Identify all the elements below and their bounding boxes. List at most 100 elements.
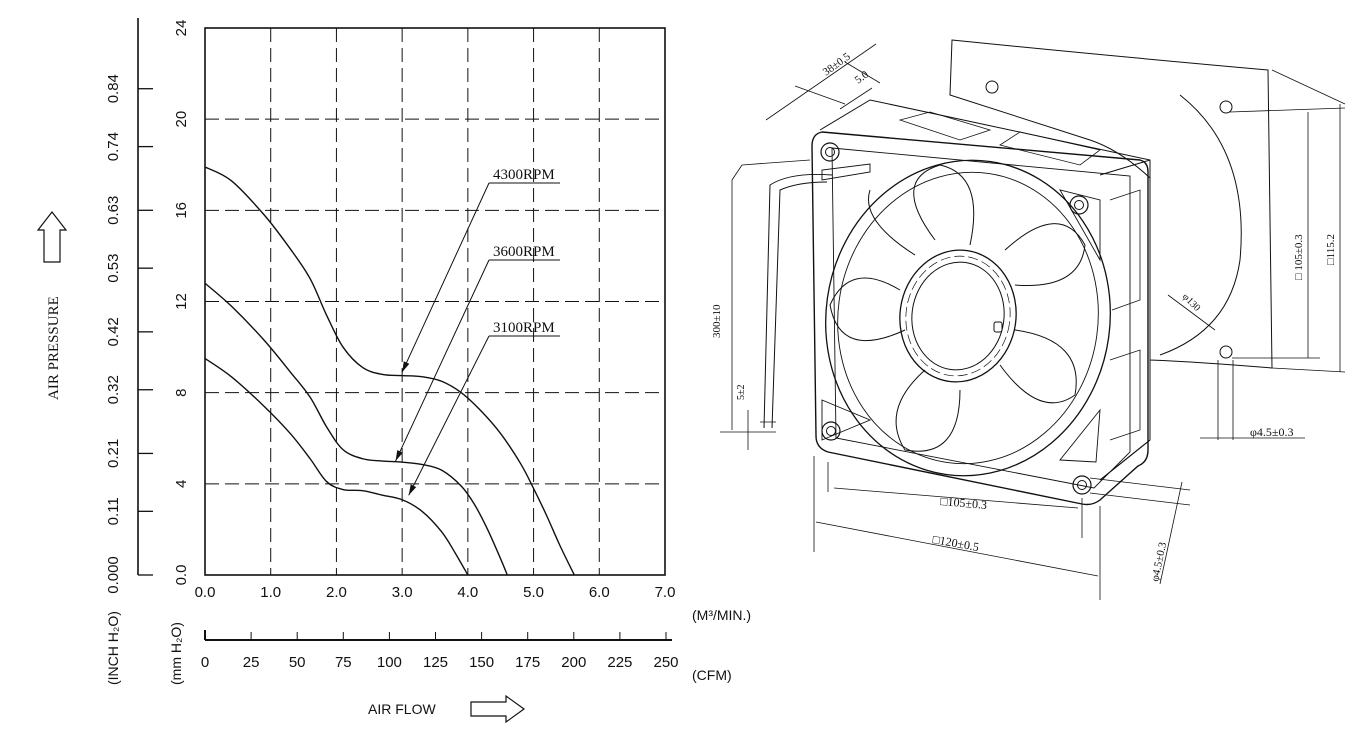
mm-tick-label: 12: [173, 293, 190, 310]
dim-hole-spacing-bottom: □105±0.3: [940, 494, 988, 512]
right-arrow-icon: [470, 694, 526, 724]
corner-hole-inner: [825, 147, 835, 157]
curve-3600rpm: [204, 282, 508, 576]
cfm-tick-label: 175: [515, 654, 540, 671]
x-tick-label: 2.0: [326, 584, 347, 601]
cfm-tick-label: 150: [469, 654, 494, 671]
venturi-outer: [825, 159, 1111, 477]
inch-tick-label: 0.84: [105, 74, 122, 103]
cfm-tick-label: 50: [289, 654, 306, 671]
leader-line: [395, 259, 490, 462]
x-tick-label: 6.0: [589, 584, 610, 601]
curve-4300rpm: [204, 166, 575, 576]
cfm-tick-label: 0: [201, 654, 209, 671]
dim-hole-spacing-side: □ 105±0.3: [1293, 234, 1305, 280]
leader-arrowhead: [402, 361, 410, 373]
x-tick-label: 0.0: [195, 584, 216, 601]
dim-outer-side: □115.2: [1325, 234, 1337, 265]
dimension-lines: [720, 43, 1346, 600]
dim-hole-side: φ4.5±0.3: [1250, 425, 1294, 439]
dim-diameter: φ130: [1180, 291, 1202, 313]
y-unit-right: (mm H₂O): [168, 622, 184, 685]
fan-drawing: 38±0.5 5.0 □ 105±0.3 □115.2 φ130 φ4.5±0.…: [711, 39, 1346, 600]
mm-tick-label: 0.0: [173, 565, 190, 586]
fan-blades: [829, 164, 1086, 452]
mm-axis: 0.0 4 8 12 16 20 24: [173, 20, 190, 586]
mm-tick-label: 16: [173, 202, 190, 219]
corner-hole-icon: [1072, 475, 1092, 495]
plate-hole-icon: [1219, 345, 1233, 359]
x-axis-title: AIR FLOW: [368, 701, 436, 717]
cfm-tick-label: 125: [423, 654, 448, 671]
y-axis-title: AIR PRESSURE: [46, 296, 62, 400]
cfm-tick-label: 100: [377, 654, 402, 671]
fan-frame-inner: [831, 147, 1131, 489]
mm-tick-label: 24: [173, 20, 190, 37]
curve-label-3600rpm: 3600RPM: [493, 244, 555, 260]
x-axis: 0.0 1.0 2.0 3.0 4.0 5.0 6.0 7.0: [195, 584, 676, 601]
fan-side-edges: [1099, 159, 1151, 481]
hub-slots: [905, 255, 1011, 377]
mm-tick-label: 4: [173, 480, 190, 488]
x-tick-label: 7.0: [655, 584, 676, 601]
mm-tick-label: 8: [173, 388, 190, 396]
curve-labels: 4300RPM 3600RPM 3100RPM: [395, 167, 560, 496]
x-unit-top: (M³/MIN.): [692, 607, 751, 623]
x-tick-label: 1.0: [260, 584, 281, 601]
cfm-tick-label: 225: [607, 654, 632, 671]
corner-hole-icon: [821, 421, 841, 441]
inch-tick-label: 0.42: [105, 317, 122, 346]
cfm-tick-label: 25: [243, 654, 260, 671]
curve-label-4300rpm: 4300RPM: [493, 167, 555, 183]
plot-frame: [204, 27, 666, 576]
x-tick-label: 4.0: [457, 584, 478, 601]
back-plate: [949, 39, 1273, 369]
fan-frame: [811, 131, 1149, 506]
curve-label-3100rpm: 3100RPM: [493, 320, 555, 336]
inch-tick-label: 0.32: [105, 375, 122, 404]
lead-wires: [763, 173, 833, 429]
leader-line: [401, 182, 490, 373]
inch-tick-label: 0.000: [105, 556, 122, 594]
corner-hole-inner: [826, 426, 836, 436]
dim-lead: 300±10: [711, 304, 723, 338]
leader-arrowhead: [395, 450, 403, 462]
hub-mark: [993, 321, 1003, 333]
fan-ribs: [1109, 189, 1141, 441]
hub-outer: [899, 249, 1017, 383]
y-unit-left: (INCH H₂O): [105, 611, 121, 685]
leader-line: [408, 335, 490, 496]
corner-hole-icon: [1069, 195, 1089, 215]
dimension-texts: 38±0.5 5.0 □ 105±0.3 □115.2 φ130 φ4.5±0.…: [711, 50, 1337, 582]
inch-tick-label: 0.63: [105, 196, 122, 225]
hub-inner: [911, 261, 1005, 371]
chart-curves: [204, 166, 575, 576]
cfm-tick-label: 75: [335, 654, 352, 671]
cfm-tick-label: 200: [561, 654, 586, 671]
venturi-inner: [837, 171, 1099, 465]
frame-corners: [821, 163, 1101, 463]
plate-circle-edge: [1159, 94, 1242, 356]
frame-slots: [898, 111, 1101, 166]
leader-arrowhead: [408, 484, 417, 496]
wire-ends: [760, 421, 776, 433]
plate-hole-icon: [985, 80, 999, 94]
dim-flange: 5.0: [853, 68, 872, 86]
dim-strip: 5±2: [736, 385, 747, 401]
plate-hole-icon: [1219, 100, 1233, 114]
cfm-tick-label: 250: [653, 654, 678, 671]
corner-hole-inner: [1077, 480, 1087, 490]
x-unit-bottom: (CFM): [692, 667, 732, 683]
inch-tick-label: 0.11: [105, 497, 122, 525]
corner-hole-icon: [820, 142, 840, 162]
mm-tick-label: 20: [173, 111, 190, 128]
up-arrow-icon: [36, 211, 68, 263]
dim-hole-bottom: φ4.5±0.3: [1149, 541, 1169, 583]
x-tick-label: 5.0: [523, 584, 544, 601]
inch-tick-label: 0.74: [105, 132, 122, 161]
cfm-axis: 0 25 50 75 100 125 150 175 200 225 250: [201, 632, 679, 671]
x-tick-label: 3.0: [392, 584, 413, 601]
